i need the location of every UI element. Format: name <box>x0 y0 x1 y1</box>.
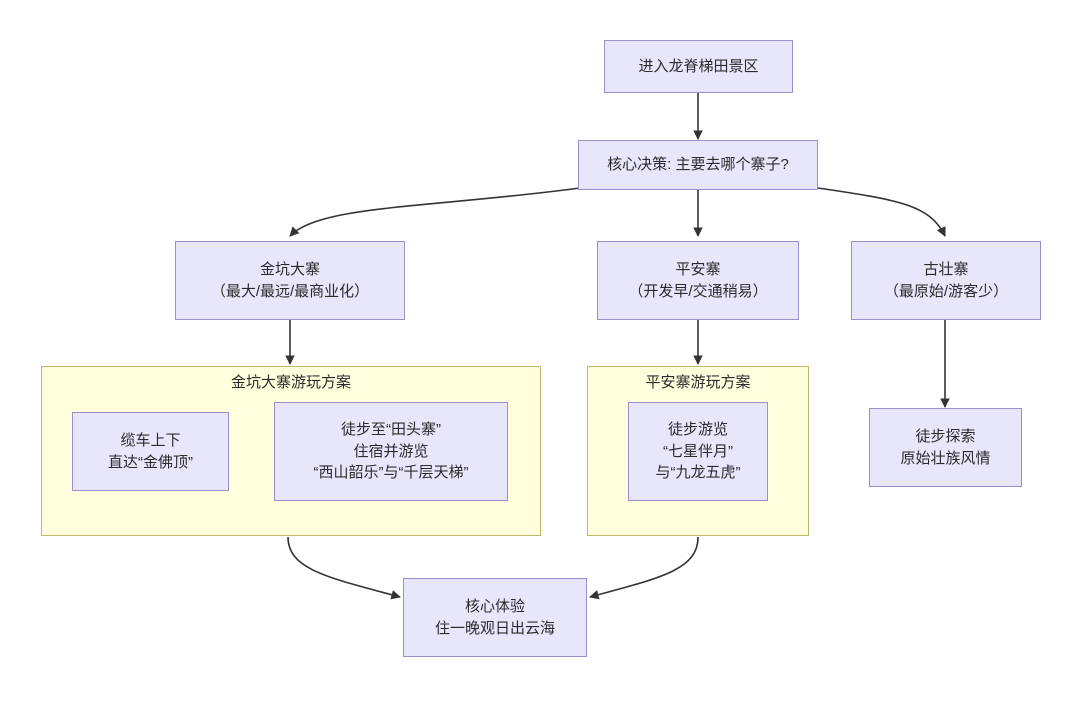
node-hike-tiantou[interactable]: 徒步至“田头寨” 住宿并游览 “西山韶乐”与“千层天梯” <box>274 402 508 501</box>
edge-pingan-plan-to-core <box>589 536 699 600</box>
node-cable-car[interactable]: 缆车上下 直达“金佛顶” <box>72 412 229 491</box>
node-decision[interactable]: 核心决策: 主要去哪个寨子? <box>578 140 818 190</box>
node-pingan-line-1: 平安寨 <box>675 260 721 278</box>
edge-decision-to-guzhuang <box>817 187 946 237</box>
edge-decision-to-jinkeng <box>289 187 581 237</box>
node-start[interactable]: 进入龙脊梯田景区 <box>604 40 793 93</box>
node-hike-pingan-line-3: 与“九龙五虎” <box>655 464 741 482</box>
edge-jinkeng-plan-to-core <box>287 536 401 600</box>
node-hike-guzhuang-line-1: 徒步探索 <box>915 427 976 445</box>
node-hike-pingan-line-1: 徒步游览 <box>667 420 728 438</box>
node-guzhuang-line-2: （最原始/游客少） <box>883 282 1009 300</box>
node-hike-tiantou-line-1: 徒步至“田头寨” <box>341 420 441 438</box>
node-core-experience-line-1: 核心体验 <box>464 597 525 615</box>
node-jinkeng-line-2: （最大/最远/最商业化） <box>210 282 370 300</box>
node-guzhuang[interactable]: 古壮寨 （最原始/游客少） <box>851 241 1041 320</box>
node-cable-car-line-1: 缆车上下 <box>120 431 181 449</box>
node-jinkeng-line-1: 金坑大寨 <box>259 260 320 278</box>
node-start-line-1: 进入龙脊梯田景区 <box>638 57 759 75</box>
node-cable-car-line-2: 直达“金佛顶” <box>108 453 193 471</box>
node-hike-tiantou-line-2: 住宿并游览 <box>353 442 429 460</box>
node-hike-pingan-line-2: “七星伴月” <box>663 442 733 460</box>
node-core-experience-line-2: 住一晚观日出云海 <box>434 619 555 637</box>
node-pingan[interactable]: 平安寨 （开发早/交通稍易） <box>597 241 799 320</box>
subgraph-pingan-plan-title: 平安寨游玩方案 <box>645 374 751 391</box>
node-guzhuang-line-1: 古壮寨 <box>923 260 969 278</box>
node-core-experience[interactable]: 核心体验 住一晚观日出云海 <box>403 578 587 657</box>
node-hike-pingan[interactable]: 徒步游览 “七星伴月” 与“九龙五虎” <box>628 402 768 501</box>
node-hike-guzhuang-line-2: 原始壮族风情 <box>900 449 991 467</box>
node-pingan-line-2: （开发早/交通稍易） <box>628 282 768 300</box>
node-jinkeng[interactable]: 金坑大寨 （最大/最远/最商业化） <box>175 241 405 320</box>
node-hike-guzhuang[interactable]: 徒步探索 原始壮族风情 <box>869 408 1022 487</box>
node-decision-line-1: 核心决策: 主要去哪个寨子? <box>607 156 789 174</box>
node-hike-tiantou-line-3: “西山韶乐”与“千层天梯” <box>313 464 469 482</box>
subgraph-jinkeng-plan-title: 金坑大寨游玩方案 <box>230 374 351 391</box>
